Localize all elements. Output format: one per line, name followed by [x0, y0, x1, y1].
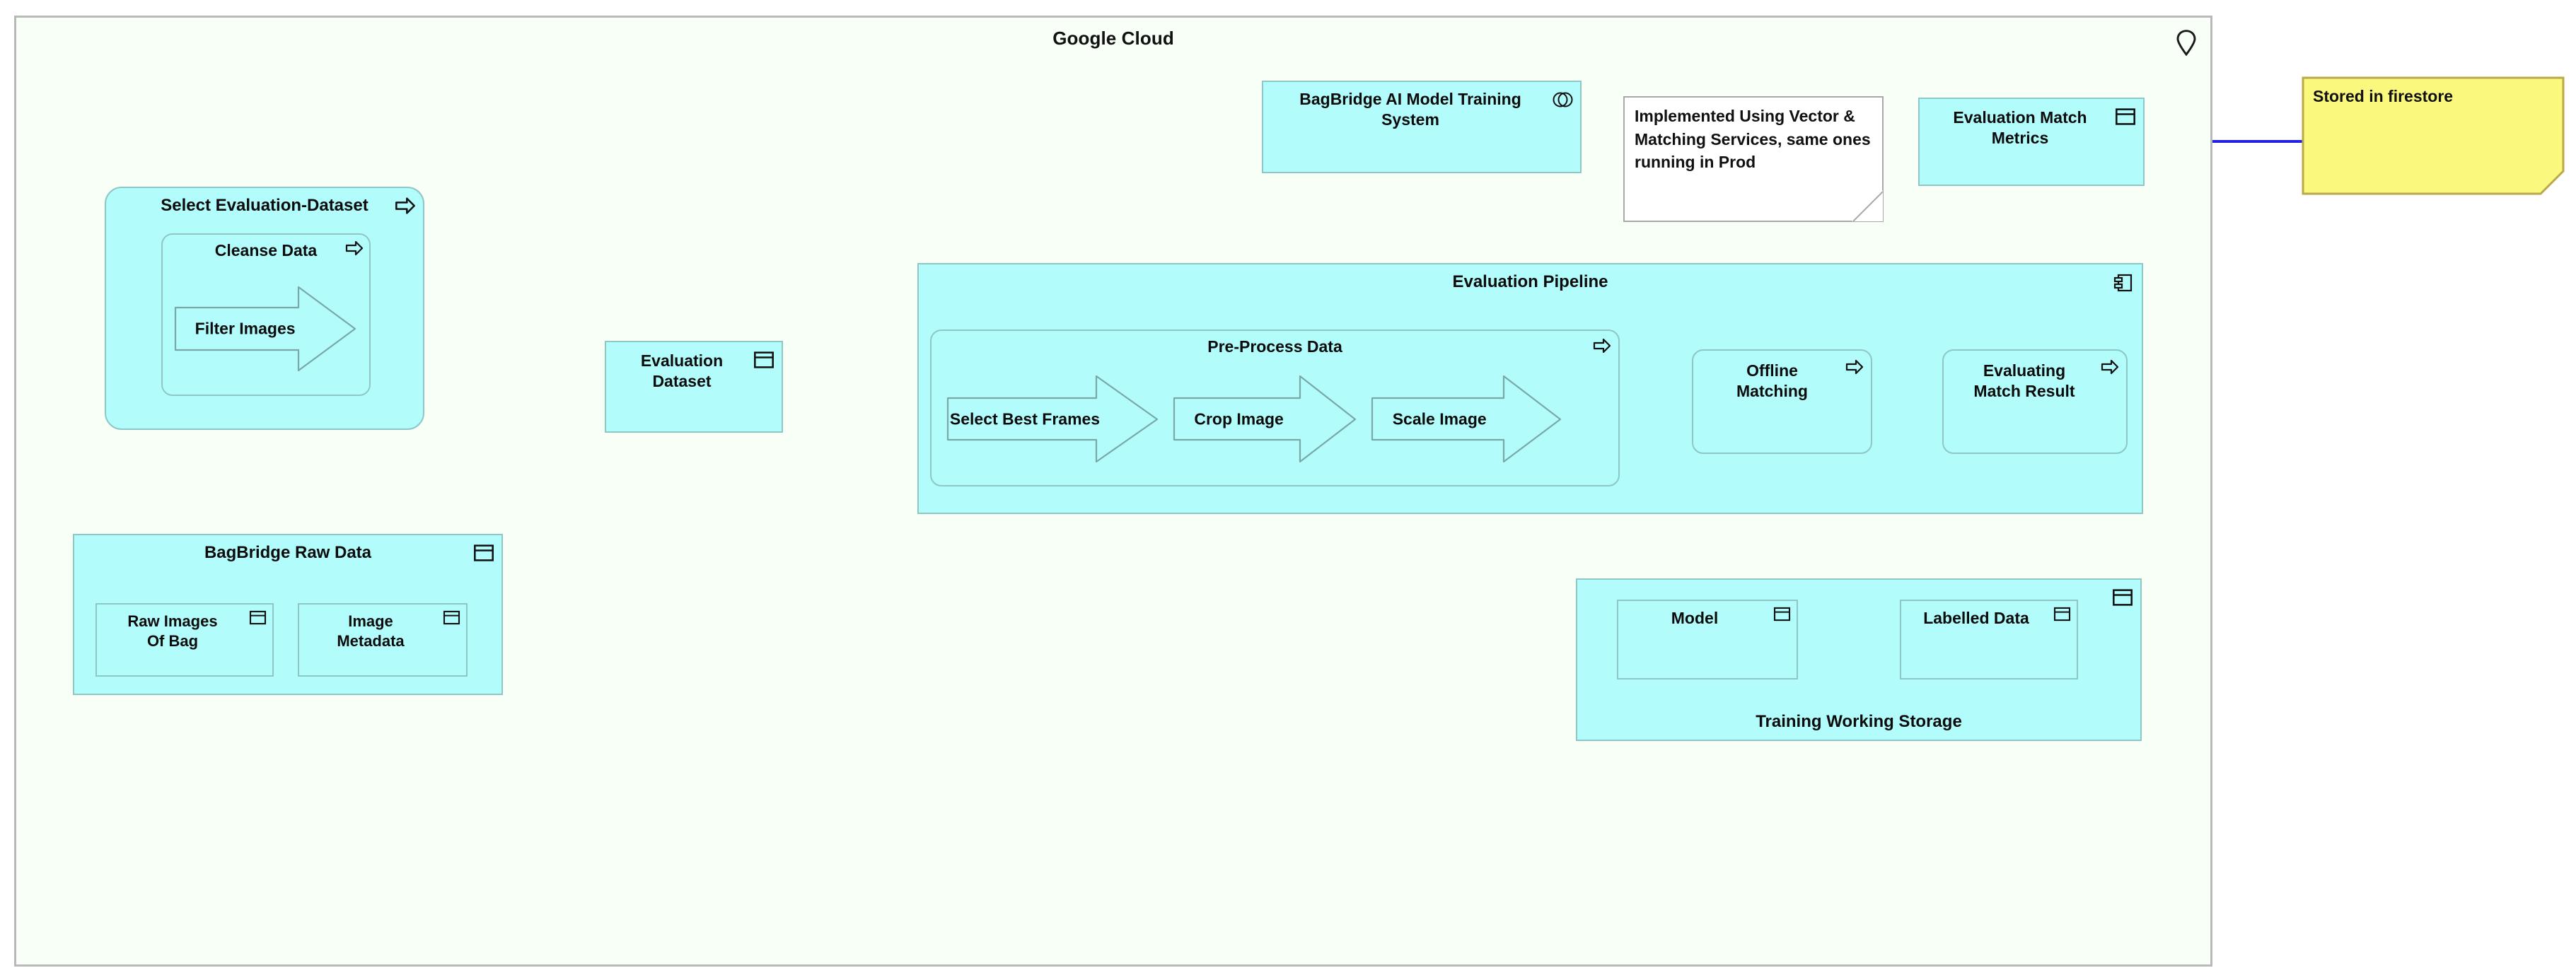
- data-object-icon: [249, 610, 267, 625]
- evaluation-dataset-line2: Dataset: [652, 371, 712, 390]
- location-pin-icon: [2176, 30, 2196, 57]
- data-object-icon: [474, 544, 494, 561]
- model-label: Model: [1671, 609, 1719, 627]
- scale-image-label: Scale Image: [1392, 409, 1487, 428]
- training-system-line1: BagBridge AI Model Training: [1299, 90, 1521, 108]
- node-offline-matching[interactable]: Offline Matching: [1692, 349, 1872, 454]
- node-labelled-data[interactable]: Labelled Data: [1900, 600, 2078, 679]
- impl-note-line2: Matching Services, same ones: [1635, 129, 1871, 148]
- select-evaluation-dataset-label: Select Evaluation-Dataset: [161, 196, 369, 215]
- chevron-process-icon: [174, 286, 356, 372]
- node-training-working-storage[interactable]: Training Working Storage Model Labelled …: [1576, 578, 2142, 741]
- training-working-storage-label: Training Working Storage: [1756, 712, 1962, 731]
- evaluation-dataset-line1: Evaluation: [640, 351, 724, 370]
- metrics-line1: Evaluation Match: [1953, 108, 2087, 127]
- data-object-icon: [2116, 108, 2135, 125]
- evaluating-match-line2: Match Result: [1973, 381, 2075, 400]
- node-filter-images[interactable]: Filter Images: [174, 286, 356, 372]
- process-arrow-icon: [1845, 359, 1864, 375]
- node-bagbridge-raw-data[interactable]: BagBridge Raw Data Raw Images Of Bag Ima…: [73, 534, 503, 695]
- evaluating-match-line1: Evaluating: [1983, 361, 2066, 380]
- image-metadata-line1: Image: [348, 612, 393, 630]
- data-object-icon: [1773, 607, 1791, 622]
- node-model[interactable]: Model: [1617, 600, 1798, 679]
- node-pre-process-data[interactable]: Pre-Process Data Select Best Frames Crop…: [930, 329, 1620, 486]
- raw-images-line2: Of Bag: [146, 631, 199, 650]
- evaluation-dataset-label: Evaluation Dataset: [606, 342, 782, 392]
- chevron-process-icon: [1173, 375, 1357, 463]
- offline-matching-label: Offline Matching: [1693, 351, 1871, 402]
- node-evaluation-match-metrics[interactable]: Evaluation Match Metrics: [1918, 98, 2145, 186]
- node-bagbridge-ai-model-training-system[interactable]: BagBridge AI Model Training System: [1262, 81, 1582, 173]
- image-metadata-label: Image Metadata: [299, 605, 466, 651]
- chevron-process-icon: [946, 375, 1159, 463]
- node-evaluating-match-result[interactable]: Evaluating Match Result: [1942, 349, 2128, 454]
- evaluation-pipeline-label: Evaluation Pipeline: [1452, 272, 1608, 291]
- note-implementation: Implemented Using Vector & Matching Serv…: [1623, 96, 1884, 222]
- chevron-process-icon: [1371, 375, 1562, 463]
- impl-note-line3: running in Prod: [1635, 153, 1756, 172]
- implementation-note-text: Implemented Using Vector & Matching Serv…: [1635, 105, 1874, 174]
- labelled-data-label: Labelled Data: [1923, 609, 2029, 627]
- node-select-evaluation-dataset[interactable]: Select Evaluation-Dataset Cleanse Data F…: [105, 187, 424, 430]
- node-crop-image[interactable]: Crop Image: [1173, 375, 1357, 463]
- node-raw-images-of-bag[interactable]: Raw Images Of Bag: [95, 603, 274, 677]
- application-component-icon: [2113, 274, 2133, 292]
- process-arrow-icon: [1593, 338, 1611, 354]
- data-object-icon: [2113, 589, 2133, 606]
- training-system-line2: System: [1381, 110, 1439, 129]
- data-object-icon: [443, 610, 460, 625]
- google-cloud-title: Google Cloud: [1052, 28, 1174, 49]
- metrics-line2: Metrics: [1991, 128, 2049, 147]
- process-arrow-icon: [2101, 359, 2119, 375]
- sticky-note-text: Stored in firestore: [2313, 87, 2454, 105]
- offline-matching-line2: Matching: [1736, 381, 1808, 400]
- node-select-best-frames[interactable]: Select Best Frames: [946, 375, 1159, 463]
- select-best-frames-label: Select Best Frames: [949, 409, 1101, 428]
- image-metadata-line2: Metadata: [337, 631, 405, 650]
- node-image-metadata[interactable]: Image Metadata: [298, 603, 468, 677]
- impl-note-line1: Implemented Using Vector &: [1635, 107, 1855, 125]
- sticky-note-firestore: Stored in firestore: [2302, 76, 2565, 195]
- evaluation-match-metrics-label: Evaluation Match Metrics: [1920, 99, 2143, 148]
- sticky-note-shape: [2302, 76, 2565, 195]
- note-folded-corner-icon: [1852, 190, 1883, 221]
- node-scale-image[interactable]: Scale Image: [1371, 375, 1562, 463]
- raw-images-of-bag-label: Raw Images Of Bag: [97, 605, 272, 651]
- node-evaluation-pipeline[interactable]: Evaluation Pipeline Pre-Process Data Sel…: [917, 263, 2143, 514]
- pre-process-data-label: Pre-Process Data: [1207, 337, 1342, 356]
- grouping-circles-icon: [1553, 92, 1573, 107]
- node-cleanse-data[interactable]: Cleanse Data Filter Images: [161, 233, 371, 396]
- bagbridge-ai-training-label: BagBridge AI Model Training System: [1263, 82, 1580, 130]
- node-evaluation-dataset[interactable]: Evaluation Dataset: [605, 341, 783, 433]
- filter-images-label: Filter Images: [195, 319, 296, 338]
- offline-matching-line1: Offline: [1746, 361, 1798, 380]
- data-object-icon: [2053, 607, 2071, 622]
- cleanse-data-label: Cleanse Data: [214, 241, 318, 259]
- process-arrow-icon: [345, 240, 364, 256]
- crop-image-label: Crop Image: [1194, 409, 1284, 428]
- data-object-icon: [754, 351, 774, 368]
- bagbridge-raw-data-label: BagBridge Raw Data: [204, 543, 372, 562]
- evaluating-match-result-label: Evaluating Match Result: [1944, 351, 2126, 402]
- process-arrow-icon: [395, 197, 415, 214]
- raw-images-line1: Raw Images: [127, 612, 218, 630]
